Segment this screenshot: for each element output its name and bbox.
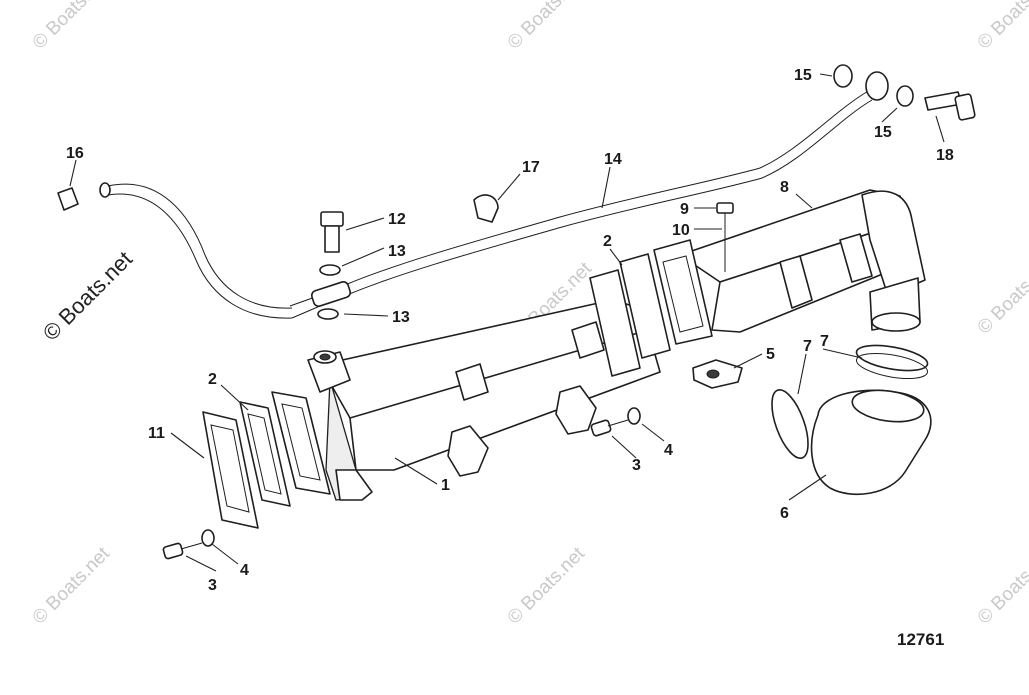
callout-label: 7 xyxy=(820,333,829,350)
watermark: © Boats.net xyxy=(29,0,115,54)
callout-label: 7 xyxy=(803,338,812,355)
callout-label: 1 xyxy=(441,477,450,494)
watermark: © Boats.net xyxy=(974,543,1029,629)
callout-label: 14 xyxy=(604,151,622,168)
watermark: © Boats.net xyxy=(974,253,1029,339)
callout-label: 8 xyxy=(780,179,789,196)
callout-label: 10 xyxy=(672,222,690,239)
callout-label: 6 xyxy=(780,505,789,522)
callout-label: 2 xyxy=(208,371,217,388)
figure-number: 12761 xyxy=(897,630,944,649)
callout-label: 4 xyxy=(240,562,249,579)
callout-label: 15 xyxy=(794,67,812,84)
callout-label: 12 xyxy=(388,211,406,228)
callout-label: 3 xyxy=(208,577,217,594)
callout-label: 5 xyxy=(766,346,775,363)
callout-label: 16 xyxy=(66,145,84,162)
callout-label: 18 xyxy=(936,147,954,164)
fasteners xyxy=(57,64,976,560)
callout-label: 17 xyxy=(522,159,540,176)
watermark: © Boats.net xyxy=(29,543,115,629)
callout-label: 9 xyxy=(680,201,689,218)
callout-label: 3 xyxy=(632,457,641,474)
callout-labels: 1 2 2 3 3 4 4 5 6 7 7 8 9 10 11 12 13 13… xyxy=(66,67,954,649)
callout-label: 13 xyxy=(392,309,410,326)
callout-label: 11 xyxy=(148,425,165,442)
callout-label: 15 xyxy=(874,124,892,141)
gasket-plates xyxy=(202,239,713,529)
watermark: © Boats.net xyxy=(974,0,1029,54)
callout-label: 13 xyxy=(388,243,406,260)
callout-label: 4 xyxy=(664,442,673,459)
watermark: © Boats.net xyxy=(504,543,590,629)
tube-assembly xyxy=(99,89,873,319)
watermark: © Boats.net xyxy=(504,0,590,54)
watermark: © Boats.net xyxy=(38,246,137,345)
leader-lines xyxy=(69,73,945,572)
callout-label: 2 xyxy=(603,233,612,250)
exhaust-elbow-manifold xyxy=(679,189,926,333)
